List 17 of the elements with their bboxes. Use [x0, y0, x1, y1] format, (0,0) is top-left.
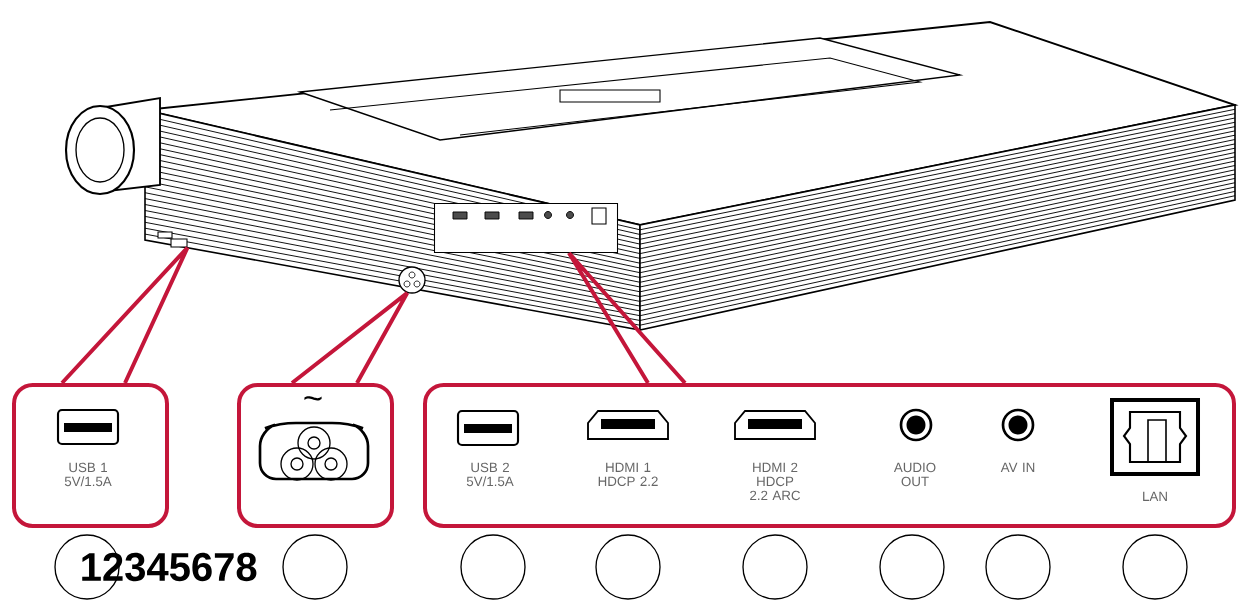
empty-circle: [742, 534, 808, 600]
side-port: [170, 238, 188, 248]
power-inlet: [398, 266, 426, 294]
empty-circle: [595, 534, 661, 600]
empty-circle: [282, 534, 348, 600]
leader-line: [566, 251, 687, 385]
callout-box: USB 1 5V/1.5A: [12, 383, 169, 528]
leader-line: [60, 245, 190, 385]
callout-box: ~: [237, 383, 394, 528]
empty-circle: [1122, 534, 1188, 600]
port-panel: [433, 202, 619, 254]
callout-box: USB 2 5V/1.5A HDMI 1 HDCP 2.2 HDMI 2 HDCP 2.2 ARC AUDIO OUT AV IN LAN: [423, 383, 1236, 528]
projector-drawing: [64, 21, 1239, 331]
empty-circle: [460, 534, 526, 600]
empty-circle: [879, 534, 945, 600]
leader-line: [290, 290, 410, 385]
empty-circle: [985, 534, 1051, 600]
